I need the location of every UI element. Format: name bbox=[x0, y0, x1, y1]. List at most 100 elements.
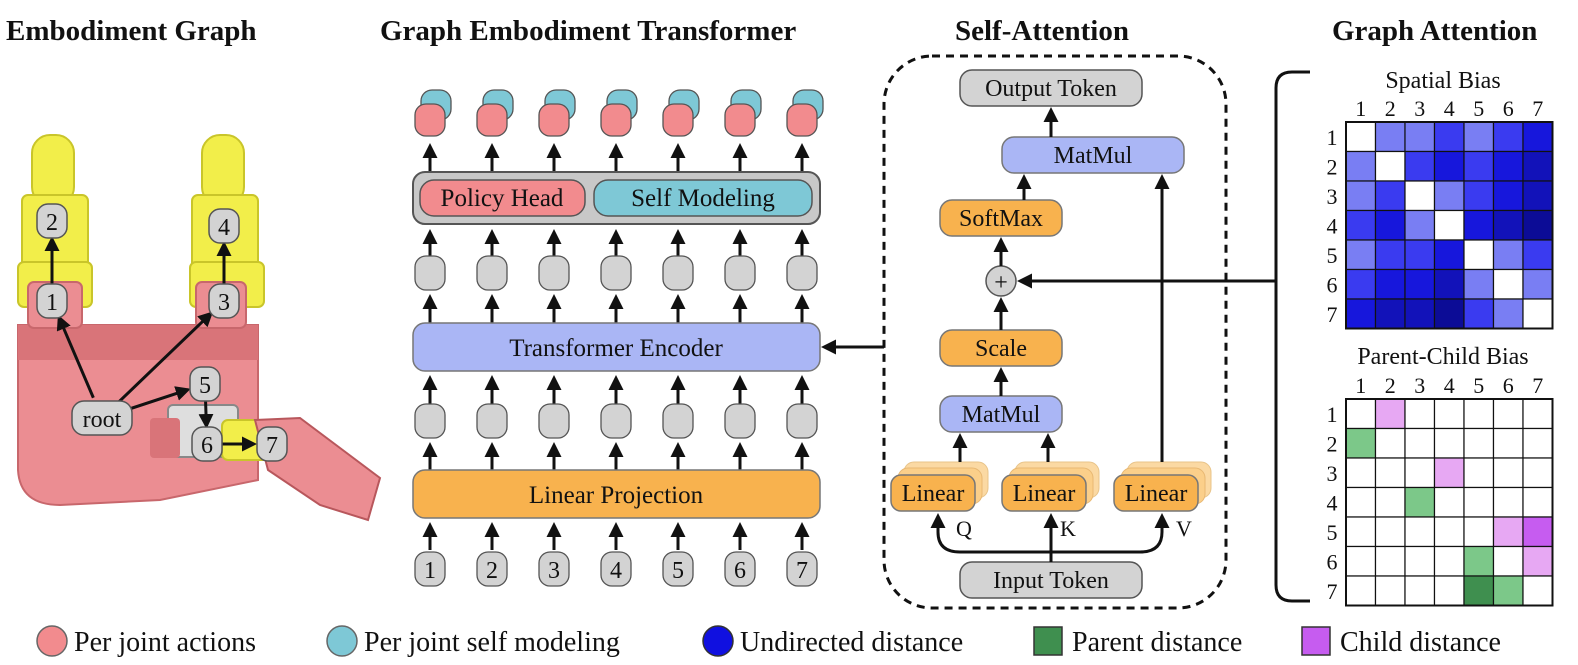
parent-child-row-label-3: 3 bbox=[1327, 461, 1338, 486]
spatial-cell-4-1 bbox=[1345, 209, 1377, 241]
spatial-cell-1-5 bbox=[1463, 121, 1495, 153]
parent-child-cell-2-6 bbox=[1492, 427, 1524, 459]
legend-actions-label: Per joint actions bbox=[74, 627, 256, 658]
spatial-cell-7-2 bbox=[1374, 298, 1406, 330]
spatial-cell-1-1 bbox=[1345, 121, 1377, 153]
spatial-cell-7-6 bbox=[1492, 298, 1524, 330]
parent-child-cell-6-6 bbox=[1492, 545, 1524, 577]
parent-child-cell-4-5 bbox=[1463, 486, 1495, 518]
input-token-5-label: 5 bbox=[672, 558, 684, 584]
parent-child-cell-2-2 bbox=[1374, 427, 1406, 459]
spatial-cell-1-3 bbox=[1404, 121, 1436, 153]
spatial-col-label-7: 7 bbox=[1532, 96, 1543, 121]
self-attention-boundary bbox=[882, 54, 1228, 610]
q-label: Q bbox=[956, 516, 972, 541]
input-token-6 bbox=[724, 551, 756, 587]
latent-token-upper-6 bbox=[724, 255, 756, 291]
parent-child-cell-4-1 bbox=[1345, 486, 1377, 518]
graph-node-2 bbox=[36, 203, 68, 239]
spatial-col-label-4: 4 bbox=[1444, 96, 1455, 121]
spatial-cell-6-4 bbox=[1433, 268, 1465, 300]
linear-k-stack bbox=[1001, 461, 1100, 512]
latent-token-lower-3 bbox=[538, 403, 570, 439]
title-graph-embodiment-transformer: Graph Embodiment Transformer bbox=[380, 15, 796, 47]
parent-child-cell-6-3 bbox=[1404, 545, 1436, 577]
spatial-cell-6-3 bbox=[1404, 268, 1436, 300]
parent-child-cell-4-2 bbox=[1374, 486, 1406, 518]
input-token-3-label: 3 bbox=[548, 558, 560, 584]
spatial-row-label-5: 5 bbox=[1327, 243, 1338, 268]
latent-token-upper-5 bbox=[662, 255, 694, 291]
action-token-3 bbox=[538, 103, 570, 137]
graph-node-4-label: 4 bbox=[218, 215, 230, 241]
legend-self-modeling-label: Per joint self modeling bbox=[364, 627, 620, 658]
action-token-1 bbox=[414, 103, 446, 137]
spatial-cell-1-6 bbox=[1492, 121, 1524, 153]
parent-child-cell-5-2 bbox=[1374, 516, 1406, 548]
spatial-cell-2-1 bbox=[1345, 150, 1377, 182]
latent-token-lower-4 bbox=[600, 403, 632, 439]
parent-child-col-label-5: 5 bbox=[1473, 373, 1484, 398]
output-token-box bbox=[959, 69, 1143, 107]
legend: Per joint actions Per joint self modelin… bbox=[36, 625, 1501, 658]
parent-child-cell-7-4 bbox=[1433, 575, 1465, 607]
spatial-matrix-border bbox=[1345, 121, 1554, 330]
k-label: K bbox=[1060, 516, 1076, 541]
spatial-cell-4-4 bbox=[1433, 209, 1465, 241]
spatial-cell-1-7 bbox=[1522, 121, 1554, 153]
spatial-cell-3-6 bbox=[1492, 180, 1524, 212]
spatial-col-label-1: 1 bbox=[1355, 96, 1366, 121]
graph-node-6 bbox=[191, 426, 223, 462]
spatial-cell-5-2 bbox=[1374, 239, 1406, 271]
graph-edge-root-3 bbox=[116, 311, 214, 404]
spatial-cell-3-4 bbox=[1433, 180, 1465, 212]
graph-node-5 bbox=[189, 366, 221, 402]
parent-child-cell-2-1 bbox=[1345, 427, 1377, 459]
policy-head-label: Policy Head bbox=[441, 185, 564, 212]
parent-child-cell-4-3 bbox=[1404, 486, 1436, 518]
self-modeling-label: Self Modeling bbox=[631, 185, 775, 212]
linear-v-label: Linear bbox=[1125, 481, 1188, 507]
parent-child-cell-3-1 bbox=[1345, 457, 1377, 489]
spatial-cell-6-7 bbox=[1522, 268, 1554, 300]
spatial-row-label-2: 2 bbox=[1327, 154, 1338, 179]
legend-undirected-label: Undirected distance bbox=[740, 627, 963, 658]
parent-child-cell-4-7 bbox=[1522, 486, 1554, 518]
graph-node-7-label: 7 bbox=[266, 433, 278, 459]
parent-child-cell-1-2 bbox=[1374, 398, 1406, 430]
parent-child-row-label-6: 6 bbox=[1327, 549, 1338, 574]
parent-child-bias-title: Parent-Child Bias bbox=[1357, 344, 1528, 370]
parent-child-cell-2-5 bbox=[1463, 427, 1495, 459]
transformer-encoder-label: Transformer Encoder bbox=[509, 335, 723, 362]
spatial-row-label-4: 4 bbox=[1327, 213, 1338, 238]
parent-child-cell-1-3 bbox=[1404, 398, 1436, 430]
input-token-7-label: 7 bbox=[796, 558, 808, 584]
input-token-6-label: 6 bbox=[734, 558, 746, 584]
spatial-cell-5-4 bbox=[1433, 239, 1465, 271]
parent-child-cell-7-3 bbox=[1404, 575, 1436, 607]
legend-parent-label: Parent distance bbox=[1072, 627, 1242, 658]
input-token-label: Input Token bbox=[993, 568, 1109, 594]
spatial-cell-7-7 bbox=[1522, 298, 1554, 330]
parent-child-cell-3-3 bbox=[1404, 457, 1436, 489]
transformer-encoder-box bbox=[412, 322, 821, 372]
latent-token-lower-1 bbox=[414, 403, 446, 439]
graph-edge-root-1 bbox=[56, 314, 95, 399]
spatial-col-label-5: 5 bbox=[1473, 96, 1484, 121]
legend-parent-swatch bbox=[1033, 626, 1063, 656]
spatial-col-label-2: 2 bbox=[1385, 96, 1396, 121]
latent-token-lower-6 bbox=[724, 403, 756, 439]
parent-child-matrix-border bbox=[1345, 398, 1554, 607]
parent-child-cell-7-7 bbox=[1522, 575, 1554, 607]
parent-child-cell-7-2 bbox=[1374, 575, 1406, 607]
latent-token-lower-2 bbox=[476, 403, 508, 439]
input-token-4 bbox=[600, 551, 632, 587]
parent-child-cell-3-4 bbox=[1433, 457, 1465, 489]
action-token-6 bbox=[724, 103, 756, 137]
parent-child-cell-1-5 bbox=[1463, 398, 1495, 430]
spatial-cell-2-7 bbox=[1522, 150, 1554, 182]
linear-q-stack bbox=[890, 461, 989, 512]
self-modeling-box bbox=[593, 179, 813, 217]
